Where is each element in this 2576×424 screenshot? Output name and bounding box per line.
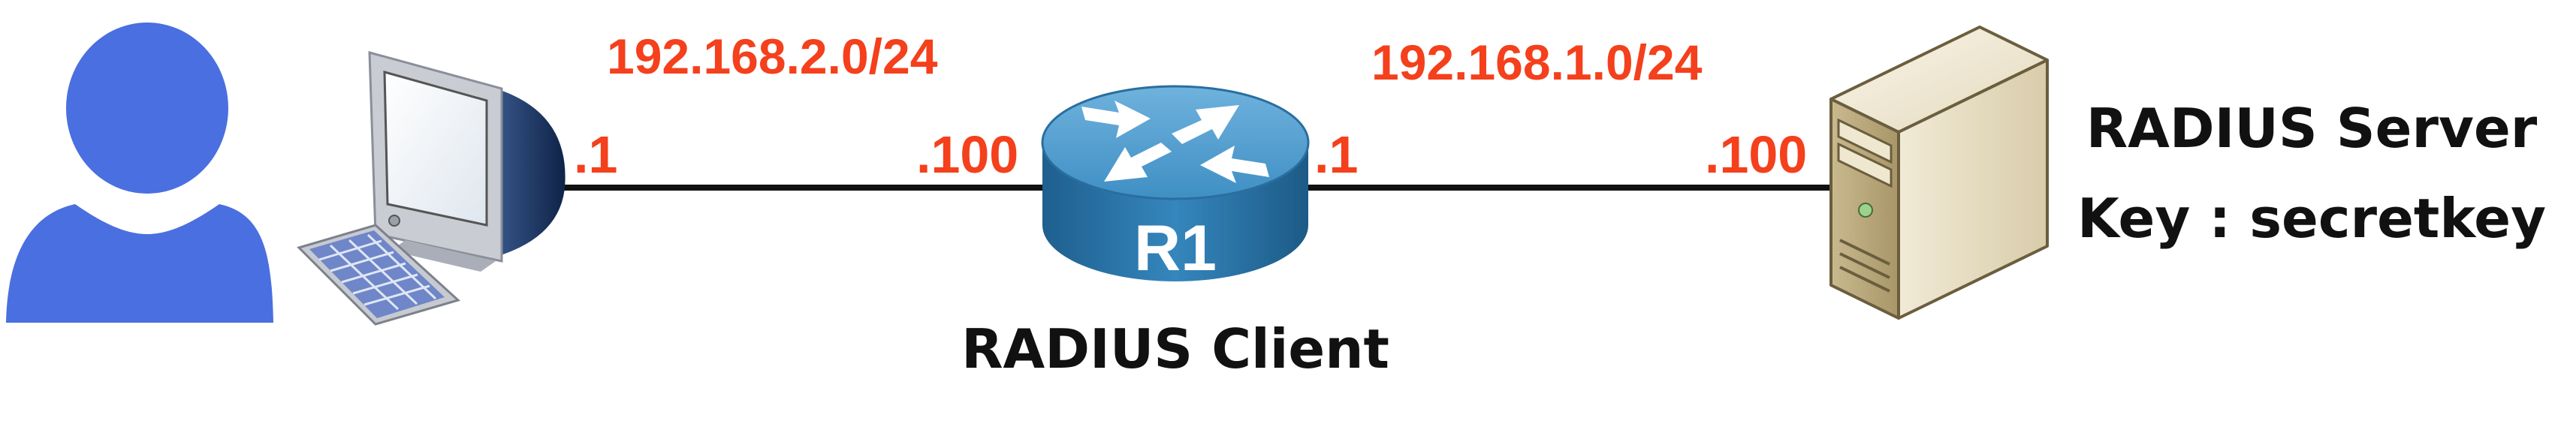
radius-client-label: RADIUS Client	[961, 317, 1389, 380]
keyboard	[297, 224, 460, 326]
server-tower-icon	[1829, 26, 2049, 320]
network-right-label: 192.168.1.0/24	[1371, 35, 1703, 90]
r1-left-interface-label: .100	[916, 125, 1018, 184]
radius-server-label: RADIUS Server	[2086, 97, 2538, 160]
desktop-computer-icon	[297, 51, 566, 326]
network-left-label: 192.168.2.0/24	[607, 29, 938, 84]
pc-interface-label: .1	[574, 125, 617, 184]
server-interface-label: .100	[1705, 125, 1807, 184]
router-name: R1	[1134, 212, 1217, 284]
router-icon: R1	[1041, 85, 1310, 284]
server-key-label: Key : secretkey	[2077, 187, 2546, 250]
user-icon	[6, 23, 273, 323]
r1-right-interface-label: .1	[1314, 125, 1358, 184]
